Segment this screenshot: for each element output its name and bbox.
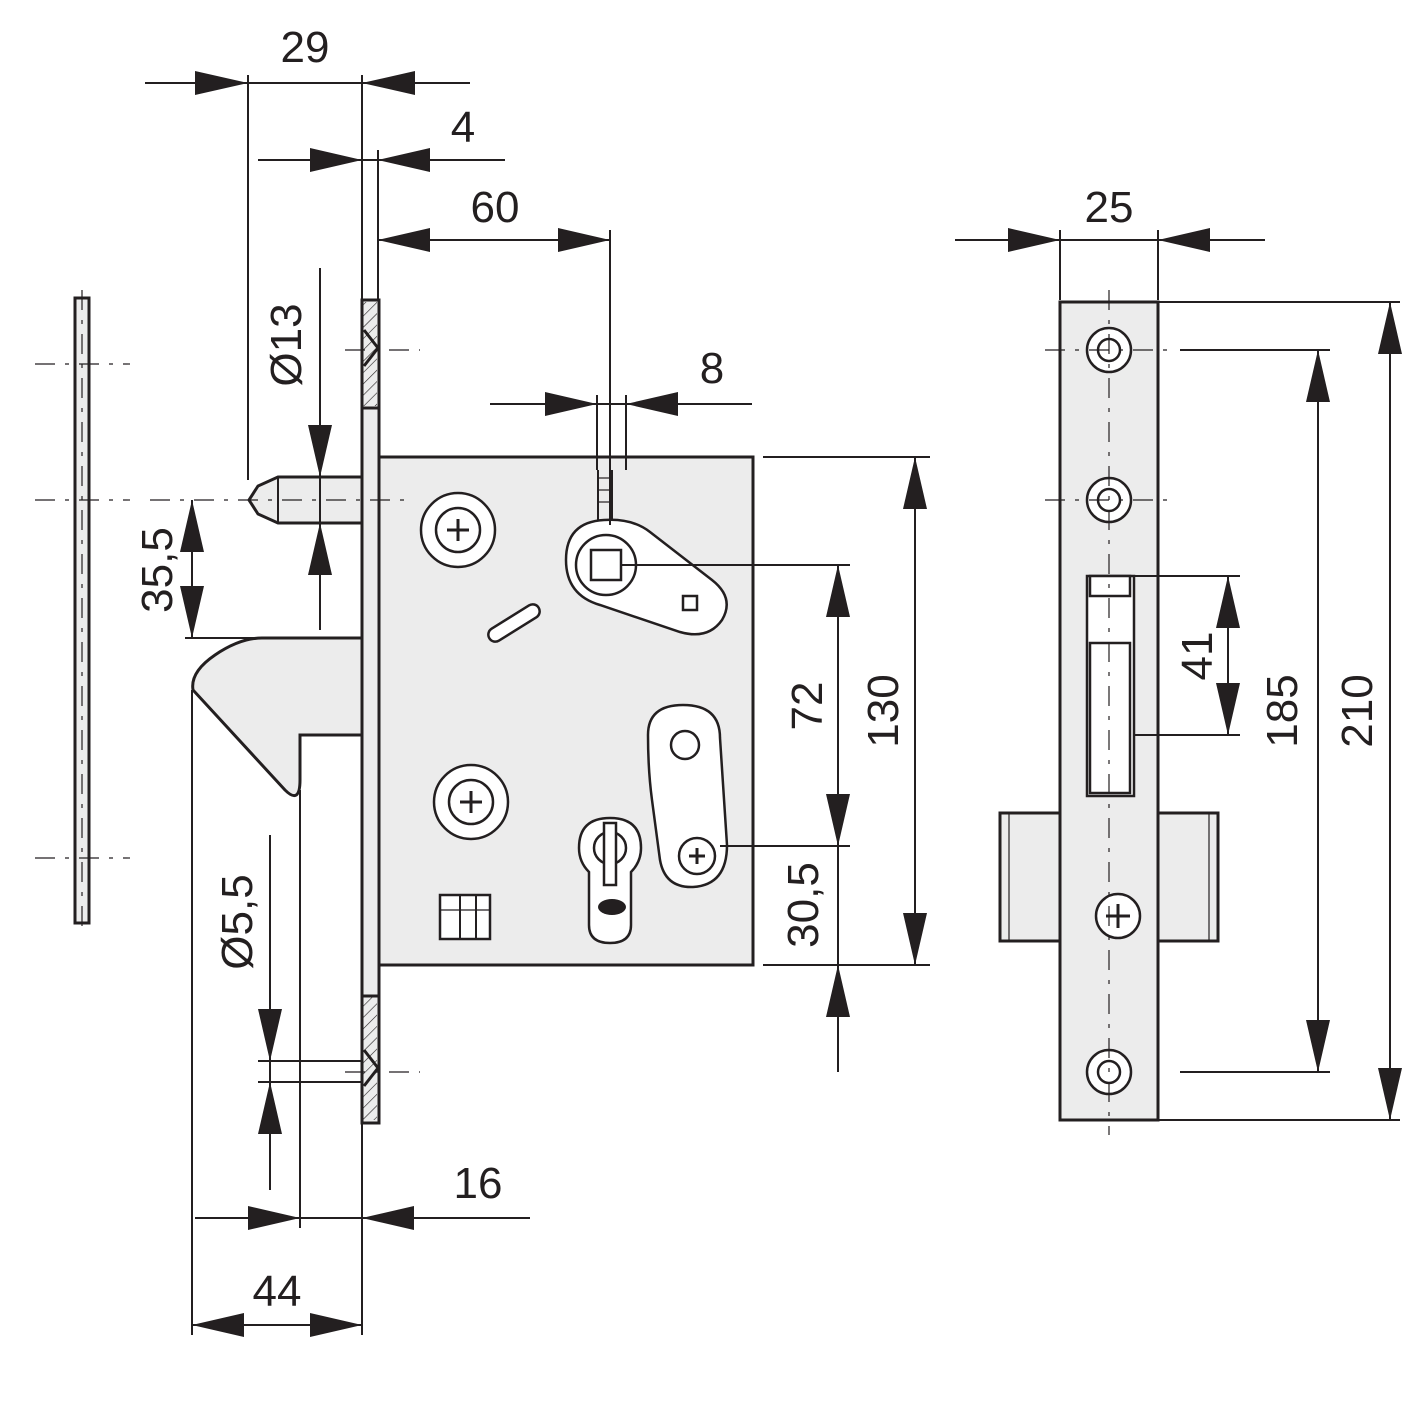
faceplate-screw-icon: [1094, 892, 1142, 940]
dimension-lines: [145, 71, 1402, 1337]
dim-label-72: 72: [783, 682, 832, 731]
lower-lever-icon: [646, 703, 729, 889]
dim-label-25: 25: [1085, 183, 1134, 232]
cylinder-icon: [577, 816, 643, 945]
dim-label-44: 44: [253, 1267, 302, 1316]
strike-plate-side-view: [35, 290, 130, 930]
latch-box-icon: [438, 893, 492, 941]
dim-label-29: 29: [281, 23, 330, 72]
faceplate-front-view: [998, 290, 1220, 1135]
dim-label-41: 41: [1173, 632, 1222, 681]
hook-slot-icon: [1085, 574, 1136, 798]
dim-label-130: 130: [859, 674, 908, 747]
dim-label-4: 4: [451, 103, 475, 152]
dim-label-diameter-13: Ø13: [262, 303, 311, 386]
case-screw-bottom-icon: [432, 763, 510, 841]
dim-label-diameter-5-5: Ø5,5: [213, 874, 262, 969]
dim-label-16: 16: [454, 1159, 503, 1208]
dim-label-35-5: 35,5: [133, 527, 182, 613]
follower-lever-icon: [564, 470, 728, 636]
dimension-labels: 29 4 60 8 Ø13 35,5 72 130 30,5 Ø5,5 16 4…: [133, 23, 1382, 1316]
dim-label-8: 8: [700, 344, 724, 393]
dim-label-30-5: 30,5: [779, 862, 828, 948]
dim-label-60: 60: [471, 183, 520, 232]
dim-label-210: 210: [1333, 674, 1382, 747]
lock-body-front-view: [150, 298, 755, 1125]
dim-label-185: 185: [1258, 674, 1307, 747]
case-screw-top-icon: [419, 491, 497, 569]
